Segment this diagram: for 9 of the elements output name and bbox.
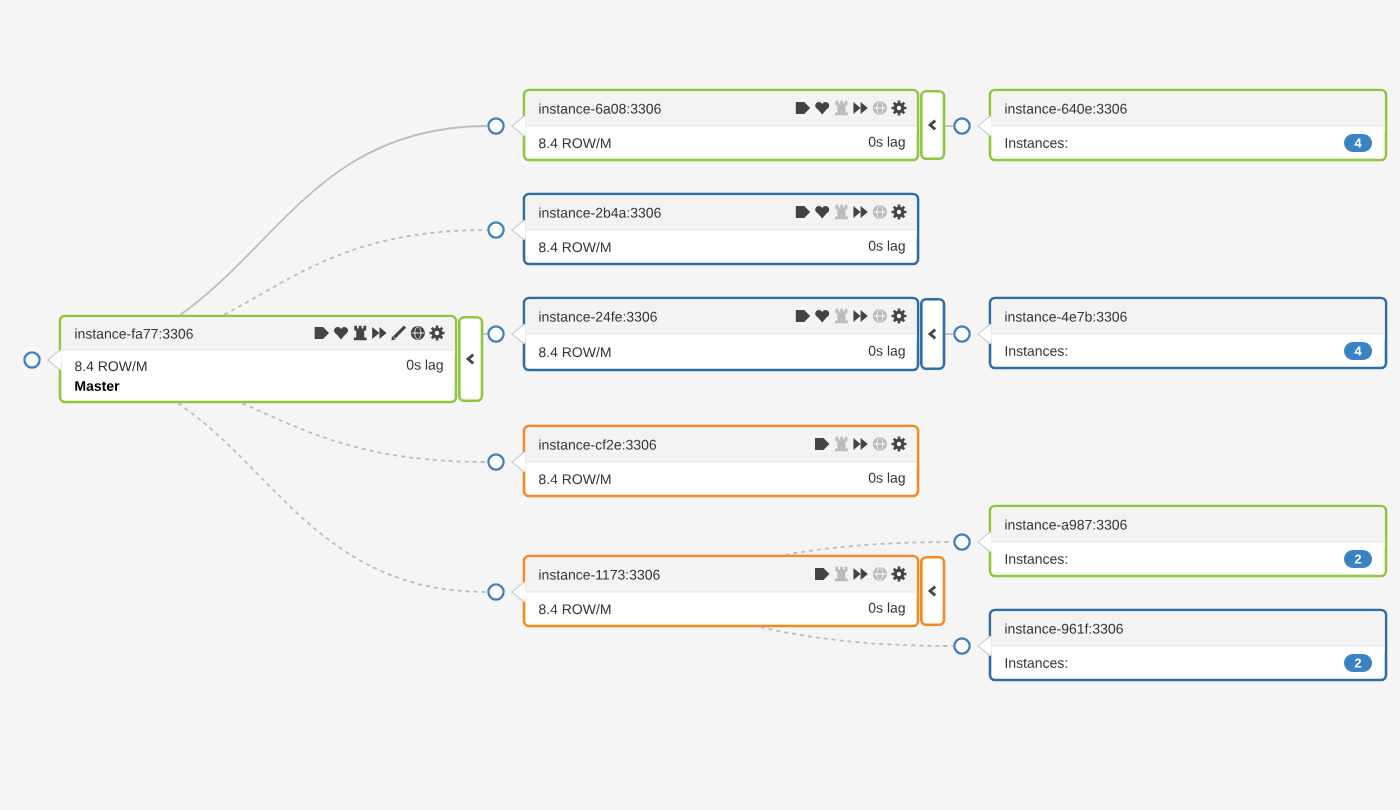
connector-line — [482, 333, 489, 335]
connector-line — [944, 125, 955, 127]
connector-line — [241, 402, 489, 463]
connector-line — [784, 541, 955, 556]
connector-line — [223, 229, 489, 316]
connector-line — [759, 626, 955, 647]
connector-line — [177, 402, 489, 593]
connector-line — [179, 125, 489, 316]
connector-line — [944, 333, 955, 335]
